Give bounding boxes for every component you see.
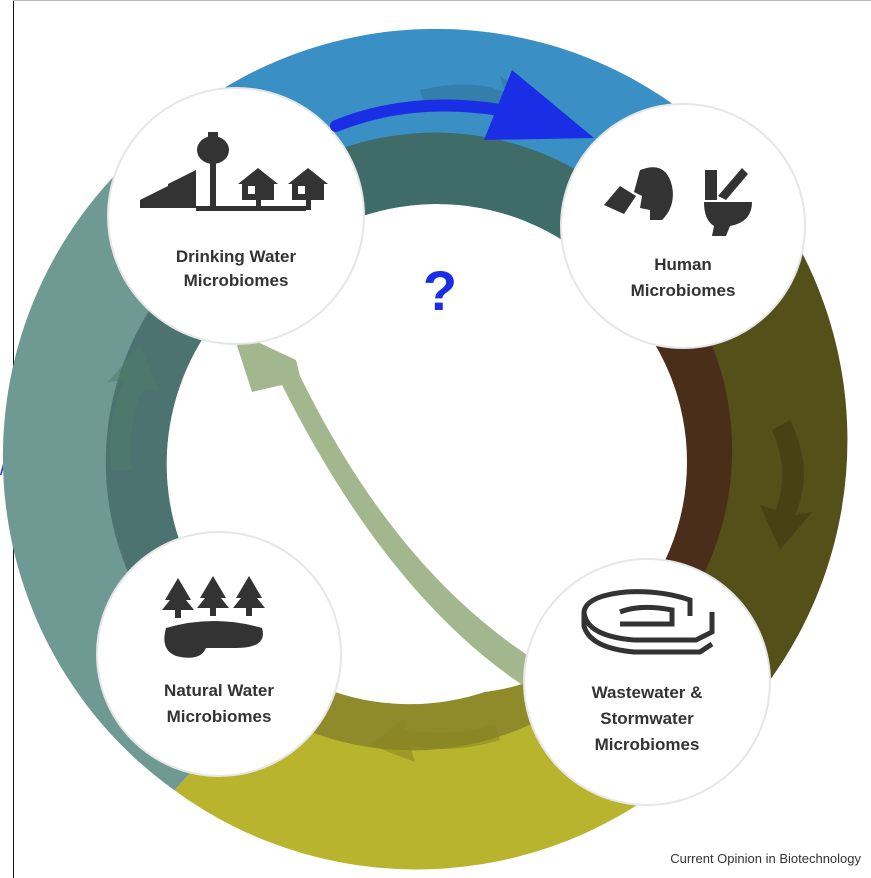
blue-annotation-arrow: [330, 70, 594, 140]
stray-annotation-mark: /: [0, 458, 6, 480]
person-drinking-toilet-icon: [604, 167, 752, 236]
node-circle-natural: [96, 531, 342, 777]
wastewater-to-drinking-arrow: [232, 330, 548, 690]
flow-arrow-bottom: [370, 718, 500, 762]
journal-credit: Current Opinion in Biotechnology: [670, 851, 861, 866]
node-human: Human Microbiomes: [560, 103, 806, 349]
blue-arrow-shaft: [330, 99, 506, 132]
top-border-line: [13, 0, 871, 1]
blue-arrow-head: [484, 70, 594, 140]
center-hole: [223, 230, 687, 694]
question-mark-annotation: ?: [423, 259, 457, 322]
natural-label-line2: Microbiomes: [167, 707, 272, 726]
human-label-line2: Microbiomes: [631, 281, 736, 300]
inner-band-right: [592, 250, 733, 660]
wastewater-label-line2: Stormwater: [600, 709, 694, 728]
flow-arrow-right: [760, 420, 812, 550]
human-label-line1: Human: [654, 255, 712, 274]
node-drinking-water: Drinking Water Microbiomes: [107, 87, 365, 345]
node-circle-drinking: [107, 87, 365, 345]
node-circle-human: [560, 103, 806, 349]
drinking-label-line1: Drinking Water: [176, 247, 297, 266]
node-natural-water: Natural Water Microbiomes: [96, 531, 342, 777]
flow-arrow-left: [108, 345, 160, 470]
node-circle-wastewater: [523, 558, 771, 806]
wastewater-label-line1: Wastewater &: [592, 683, 703, 702]
drinking-label-line2: Microbiomes: [184, 271, 289, 290]
water-tower-houses-icon: [140, 132, 328, 211]
node-wastewater: Wastewater & Stormwater Microbiomes: [523, 558, 771, 806]
inner-band-bottom: [250, 617, 620, 751]
treatment-tank-icon: [581, 589, 715, 655]
natural-label-line1: Natural Water: [164, 681, 274, 700]
trees-lake-icon: [162, 576, 265, 658]
wastewater-label-line3: Microbiomes: [595, 735, 700, 754]
